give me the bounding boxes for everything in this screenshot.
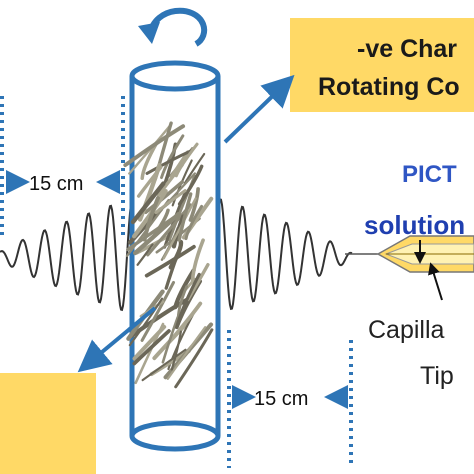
fiber-strand	[141, 348, 187, 382]
fiber-strand	[183, 152, 206, 185]
solution-label: solution	[364, 210, 465, 240]
rotating-collector	[123, 60, 221, 452]
bottom-left-label-box	[0, 373, 96, 474]
fiber-strand	[175, 272, 201, 330]
capillary-pointer-arrow	[428, 262, 443, 301]
fiber-strand	[145, 149, 193, 175]
spacing-label-top: 15 cm	[29, 173, 83, 195]
fiber-strand	[174, 142, 199, 178]
fiber-strand	[128, 297, 164, 347]
collector-bottom-rim	[129, 420, 221, 452]
nanofiber-mat	[123, 121, 214, 389]
spacing-label-bottom: 15 cm	[254, 388, 308, 410]
fiber-strand	[134, 322, 165, 385]
fiber-strand	[173, 268, 196, 310]
fiber-strand	[140, 281, 175, 342]
fiber-strand	[137, 163, 162, 222]
fiber-strand	[168, 239, 184, 270]
fiber-strand	[129, 296, 191, 339]
fiber-strand	[132, 329, 171, 366]
fiber-strand	[123, 124, 186, 168]
fiber-strand	[150, 208, 170, 241]
pict-label: PICT	[402, 161, 457, 188]
fiber-strand	[177, 192, 193, 242]
fiber-strand	[130, 181, 166, 225]
capillary-label-line1: Capilla	[368, 316, 445, 344]
rotation-arrow-icon	[147, 7, 208, 47]
fiber-strand	[136, 243, 154, 266]
fiber-strand	[126, 214, 178, 252]
fiber-strand	[170, 330, 182, 371]
capillary-needle	[345, 235, 474, 273]
fiber-strand	[161, 316, 179, 364]
fiber-strand	[188, 187, 200, 222]
collector-top-rim	[129, 60, 221, 92]
capillary-label-line2: Tip	[420, 362, 454, 390]
fiber-strand	[142, 196, 160, 242]
pointer-arrow-to-label	[223, 74, 295, 144]
fiber-strand	[190, 238, 205, 284]
fiber-strand	[166, 326, 207, 380]
fiber-strand	[144, 244, 196, 278]
fiber-strand	[174, 328, 214, 389]
fiber-strand	[177, 164, 204, 206]
charge-label-box	[290, 18, 474, 112]
fiber-strand	[184, 204, 204, 241]
charge-label-line2: Rotating Co	[318, 73, 460, 101]
fiber-strand	[170, 301, 203, 341]
charge-label-line1: -ve Char	[357, 35, 457, 63]
rotation-arrowhead-icon	[138, 22, 160, 44]
fiber-strand	[154, 189, 187, 215]
pointer-arrow-to-bottom-box	[77, 306, 157, 373]
fiber-strand	[160, 134, 185, 180]
